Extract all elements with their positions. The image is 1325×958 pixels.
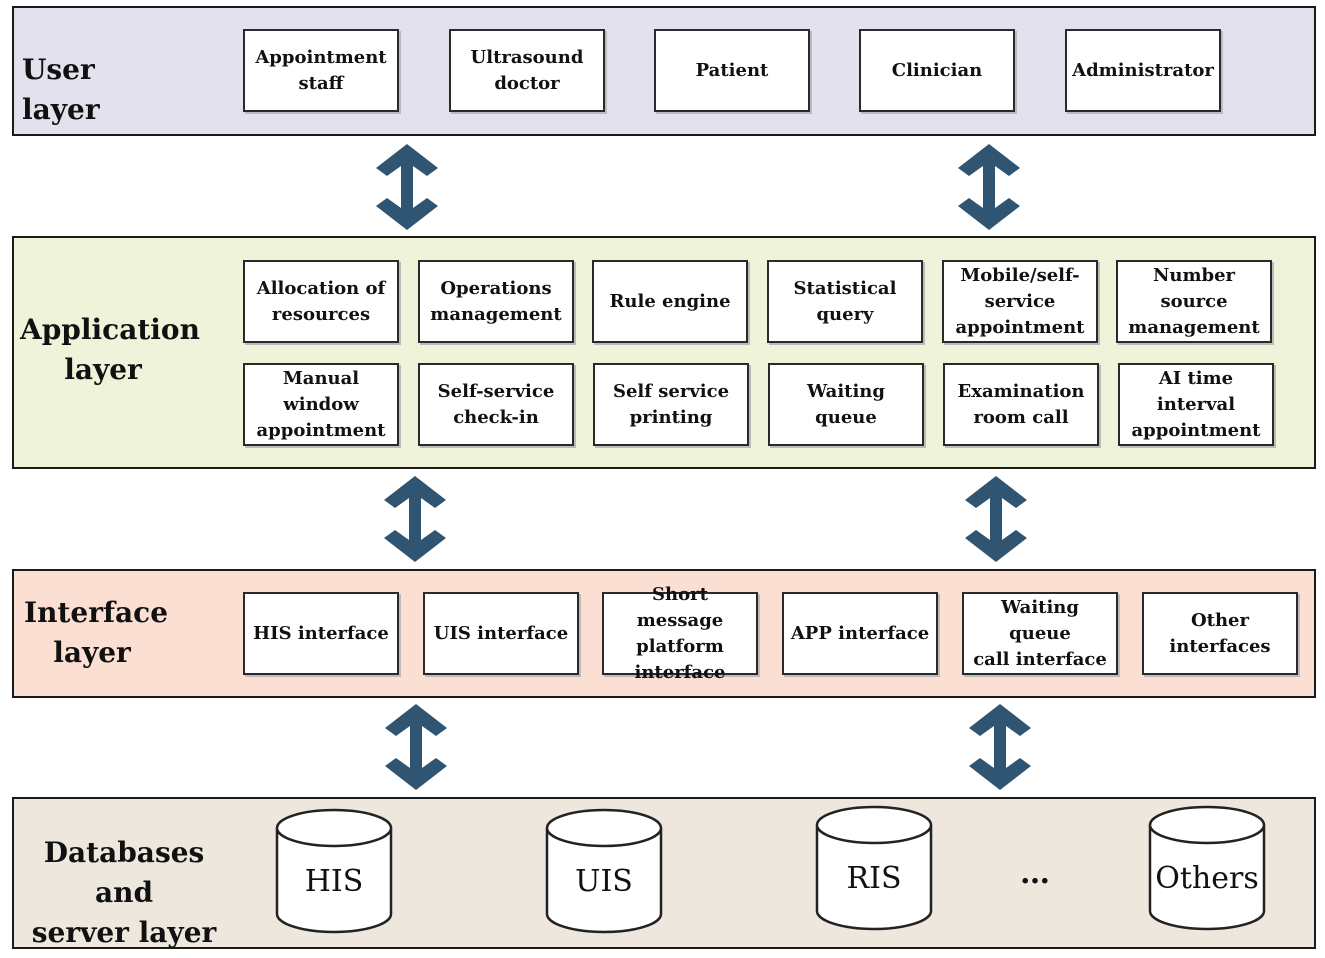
interface-box-uis: UIS interface xyxy=(423,592,579,675)
database-label: HIS xyxy=(304,864,364,899)
double-arrow-icon xyxy=(385,704,447,790)
app-box-mobile-self-service-appointment: Mobile/self- service appointment xyxy=(942,260,1098,343)
user-box-patient: Patient xyxy=(654,29,810,112)
database-label: RIS xyxy=(846,861,902,896)
app-box-rule-engine: Rule engine xyxy=(592,260,748,343)
app-box-waiting-queue: Waiting queue xyxy=(768,363,924,446)
app-box-allocation-of-resources: Allocation of resources xyxy=(243,260,399,343)
database-label: Others xyxy=(1155,861,1259,896)
app-box-manual-window-appointment: Manual window appointment xyxy=(243,363,399,446)
database-layer xyxy=(12,797,1316,949)
app-box-statistical-query: Statistical query xyxy=(767,260,923,343)
database-cylinder-icon xyxy=(275,808,393,934)
interface-box-short-message-platform: Short message platform interface xyxy=(602,584,758,683)
interface-box-waiting-queue-call: Waiting queue call interface xyxy=(962,592,1118,675)
app-box-self-service-check-in: Self-service check-in xyxy=(418,363,574,446)
application-layer-title: Application layer xyxy=(20,313,200,386)
user-layer-title: User layer xyxy=(22,53,100,126)
database-layer-title: Databases and server layer xyxy=(31,836,217,949)
database-cylinder-others: Others xyxy=(1148,805,1266,933)
user-box-ultrasound-doctor: Ultrasound doctor xyxy=(449,29,605,112)
app-box-operations-management: Operations management xyxy=(418,260,574,343)
database-cylinder-icon xyxy=(815,805,933,931)
double-arrow-icon xyxy=(965,476,1027,562)
double-arrow-icon xyxy=(969,704,1031,790)
app-box-number-source-management: Number source management xyxy=(1116,260,1272,343)
interface-layer-title: Interface layer xyxy=(24,596,169,669)
app-box-examination-room-call: Examination room call xyxy=(943,363,1099,446)
database-label: UIS xyxy=(575,864,633,899)
double-arrow-icon xyxy=(958,144,1020,230)
database-cylinder-icon xyxy=(545,808,663,934)
user-box-clinician: Clinician xyxy=(859,29,1015,112)
double-arrow-icon xyxy=(384,476,446,562)
database-cylinder-ris: RIS xyxy=(815,805,933,933)
interface-box-other: Other interfaces xyxy=(1142,592,1298,675)
database-cylinder-uis: UIS xyxy=(545,808,663,936)
database-cylinder-icon xyxy=(1148,805,1266,931)
user-box-appointment-staff: Appointment staff xyxy=(243,29,399,112)
app-box-self-service-printing: Self service printing xyxy=(593,363,749,446)
double-arrow-icon xyxy=(376,144,438,230)
database-cylinder-his: HIS xyxy=(275,808,393,936)
interface-box-his: HIS interface xyxy=(243,592,399,675)
user-box-administrator: Administrator xyxy=(1065,29,1221,112)
more-databases-ellipsis: … xyxy=(1020,856,1050,891)
app-box-ai-time-interval-appointment: AI time interval appointment xyxy=(1118,363,1274,446)
interface-box-app: APP interface xyxy=(782,592,938,675)
